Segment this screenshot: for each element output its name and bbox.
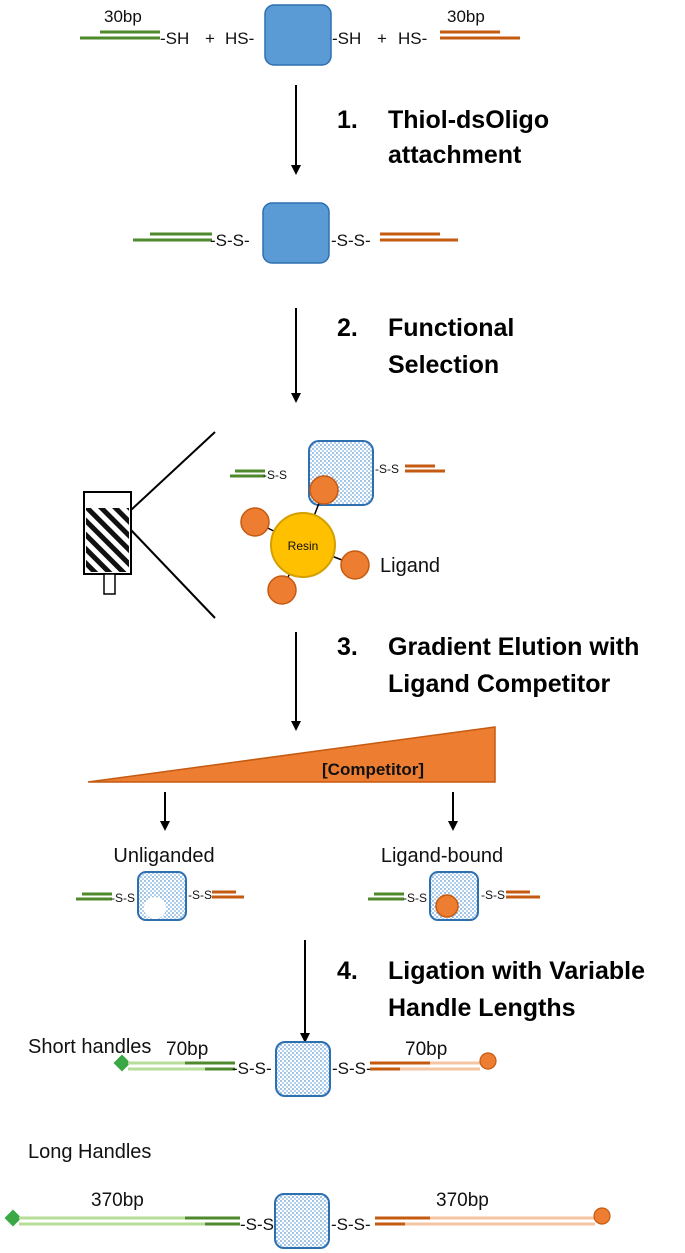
- long-right-disulfide: -S-S-: [331, 1215, 371, 1234]
- long-handles-construct: Long Handles 370bp -S-S- -S-S- 370bp: [4, 1141, 611, 1249]
- short-left-disulfide: -S-S-: [232, 1059, 272, 1078]
- step-2-label: 2. Functional Selection: [337, 314, 514, 379]
- attached-left-disulfide: -S-S-: [210, 231, 250, 250]
- protein-thiol-right: -SH: [332, 29, 361, 48]
- empty-binding-pocket: [144, 897, 166, 919]
- step-4-title-line1: Ligation with Variable: [388, 957, 645, 985]
- unliganded-right-disulfide: -S-S: [188, 888, 212, 902]
- step-4-title-line2: Handle Lengths: [388, 994, 576, 1022]
- gradient-wedge: [87, 726, 496, 783]
- unliganded-construct: Unliganded -S-S -S-S: [76, 845, 244, 921]
- column-resin-bed: [86, 508, 129, 572]
- attached-protein-block: [262, 202, 330, 264]
- step-3-title-line2: Ligand Competitor: [388, 670, 610, 698]
- long-handles-label: Long Handles: [28, 1141, 151, 1163]
- selection-panel: -S-S -S-S Resin Ligand: [83, 431, 445, 619]
- ligand-right: [340, 550, 370, 580]
- step-3-number: 3.: [337, 633, 358, 661]
- competitor-label: [Competitor]: [322, 760, 424, 779]
- step-3-title-line1: Gradient Elution with: [388, 633, 639, 661]
- step-1-title-line1: Thiol-dsOligo: [388, 106, 549, 134]
- ligand-bound-to-protein: [309, 475, 339, 505]
- step-1-label: 1. Thiol-dsOligo attachment: [337, 106, 549, 169]
- unliganded-label: Unliganded: [113, 845, 214, 867]
- bound-ligand: [435, 894, 459, 918]
- long-protein-block: [274, 1193, 330, 1249]
- resin-bead: [270, 512, 336, 578]
- zoom-line-top: [130, 431, 216, 511]
- resin-label: Resin: [288, 539, 319, 553]
- short-left-length: 70bp: [166, 1039, 208, 1060]
- attached-right-disulfide: -S-S-: [331, 231, 371, 250]
- short-right-bead-tag: [479, 1052, 497, 1070]
- right-oligo-length: 30bp: [447, 7, 485, 26]
- left-thiol-label: -SH: [160, 29, 189, 48]
- selection-right-disulfide: -S-S: [375, 462, 399, 476]
- step-4-label: 4. Ligation with Variable Handle Lengths: [337, 957, 645, 1022]
- step-2-title-line2: Selection: [388, 351, 499, 379]
- step-2-number: 2.: [337, 314, 358, 342]
- long-right-bead-tag: [593, 1207, 611, 1225]
- long-left-length: 370bp: [91, 1190, 144, 1211]
- long-right-length: 370bp: [436, 1190, 489, 1211]
- bound-left-disulfide: -S-S: [403, 891, 427, 905]
- bound-right-disulfide: -S-S: [481, 888, 505, 902]
- ligand-bound-label: Ligand-bound: [381, 845, 503, 867]
- short-handles-construct: Short handles 70bp -S-S- -S-S- 70bp: [28, 1036, 497, 1097]
- attached-construct: -S-S- -S-S-: [133, 202, 458, 264]
- step-3-label: 3. Gradient Elution with Ligand Competit…: [337, 633, 639, 698]
- short-right-length: 70bp: [405, 1039, 447, 1060]
- step-2-title-line1: Functional: [388, 314, 514, 342]
- right-oligo-thiol: HS-: [398, 29, 427, 48]
- top-reagents: 30bp -SH + HS- -SH + HS- 30bp: [80, 4, 520, 66]
- protein-block: [264, 4, 332, 66]
- left-oligo-length: 30bp: [104, 7, 142, 26]
- short-handles-label: Short handles: [28, 1036, 151, 1058]
- plus-sign-2: +: [377, 29, 387, 48]
- protein-thiol-left: HS-: [225, 29, 254, 48]
- long-left-disulfide: -S-S-: [240, 1215, 280, 1234]
- column-outlet: [103, 573, 116, 595]
- ligand-left: [240, 507, 270, 537]
- long-left-diamond-tag: [4, 1209, 22, 1227]
- ligand-label: Ligand: [380, 555, 440, 577]
- unliganded-left-disulfide: -S-S: [111, 891, 135, 905]
- step-4-number: 4.: [337, 957, 358, 985]
- zoom-line-bottom: [130, 529, 216, 619]
- step-1-title-line2: attachment: [388, 141, 522, 169]
- competitor-gradient: [Competitor]: [87, 726, 496, 783]
- selection-left-disulfide: -S-S: [263, 468, 287, 482]
- ligand-bottom: [267, 575, 297, 605]
- short-right-disulfide: -S-S-: [332, 1059, 372, 1078]
- short-protein-block: [275, 1041, 331, 1097]
- step-1-number: 1.: [337, 106, 358, 134]
- ligand-bound-construct: Ligand-bound -S-S -S-S: [368, 845, 540, 921]
- plus-sign: +: [205, 29, 215, 48]
